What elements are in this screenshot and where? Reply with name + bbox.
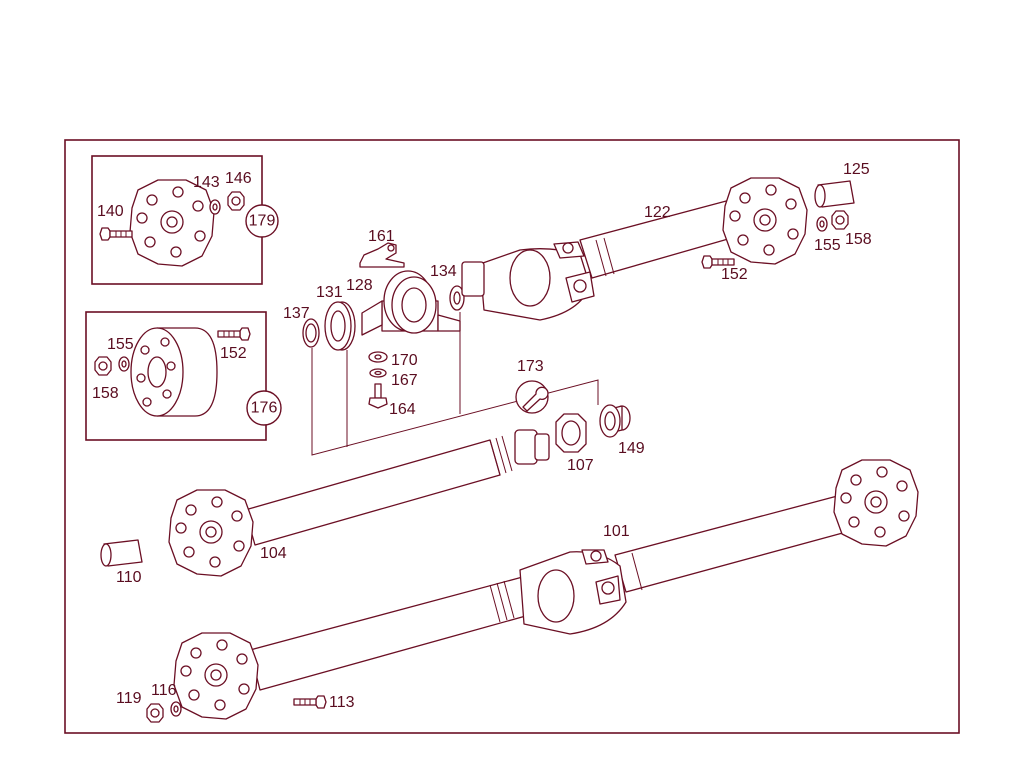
bolt-152-kit xyxy=(217,327,251,341)
callout-170: 170 xyxy=(391,352,418,369)
callout-143: 143 xyxy=(193,174,220,191)
wrench-icon xyxy=(515,380,549,414)
callout-173: 173 xyxy=(517,358,544,375)
bracket-161 xyxy=(359,242,405,268)
callout-167: 167 xyxy=(391,372,418,389)
callout-122: 122 xyxy=(644,204,671,221)
kit-badge-179 xyxy=(245,204,279,238)
callout-152-kit: 152 xyxy=(220,345,247,362)
front-shaft-104 xyxy=(168,429,550,577)
washer-155-kit xyxy=(118,356,130,372)
callout-161: 161 xyxy=(368,228,395,245)
bolt-113 xyxy=(293,695,327,709)
nut-158 xyxy=(831,210,849,230)
washer-155 xyxy=(816,216,828,232)
callout-113: 113 xyxy=(329,694,355,711)
flex-disc-140 xyxy=(129,179,215,267)
callout-158: 158 xyxy=(845,231,872,248)
washer-170 xyxy=(368,351,388,363)
sleeve-110 xyxy=(100,539,143,567)
callout-131: 131 xyxy=(316,284,343,301)
nut-119 xyxy=(146,703,164,723)
nut-158-kit xyxy=(94,356,112,376)
callout-137: 137 xyxy=(283,305,310,322)
callout-101: 101 xyxy=(603,523,630,540)
callout-140: 140 xyxy=(97,203,124,220)
nut-107 xyxy=(555,413,587,453)
callout-134: 134 xyxy=(430,263,457,280)
leader-lines xyxy=(311,312,599,456)
bearing-support-128 xyxy=(361,270,461,336)
callout-149: 149 xyxy=(618,440,645,457)
callout-155-kit: 155 xyxy=(107,336,134,353)
kit-badge-176-label: 176 xyxy=(251,400,278,417)
callout-107: 107 xyxy=(567,457,594,474)
callout-119: 119 xyxy=(116,690,142,707)
flex-coupling-176 xyxy=(130,327,218,417)
callout-116: 116 xyxy=(151,682,177,699)
bearing-131 xyxy=(324,301,356,351)
washer-143 xyxy=(209,199,221,215)
callout-155: 155 xyxy=(814,237,841,254)
washer-116 xyxy=(170,701,182,717)
callout-158-kit: 158 xyxy=(92,385,119,402)
callout-104: 104 xyxy=(260,545,287,562)
propeller-shaft-101 xyxy=(173,459,919,720)
rear-shaft-122 xyxy=(461,177,808,321)
bolt-140 xyxy=(99,227,133,241)
callout-164: 164 xyxy=(389,401,416,418)
kit-badge-179-label: 179 xyxy=(249,213,276,230)
nut-146 xyxy=(227,191,245,211)
screw-164 xyxy=(368,383,388,409)
callout-125: 125 xyxy=(843,161,870,178)
sleeve-125 xyxy=(814,180,855,208)
spring-washer-167 xyxy=(369,368,387,378)
callout-146: 146 xyxy=(225,170,252,187)
callout-152: 152 xyxy=(721,266,748,283)
callout-128: 128 xyxy=(346,277,373,294)
kit-badge-176 xyxy=(246,390,282,426)
seal-ring-137 xyxy=(302,318,320,348)
diagram-frame xyxy=(64,139,960,734)
callout-110: 110 xyxy=(116,569,142,586)
kit-176-box xyxy=(85,311,267,441)
ring-134 xyxy=(449,285,465,311)
seal-149 xyxy=(599,404,631,438)
